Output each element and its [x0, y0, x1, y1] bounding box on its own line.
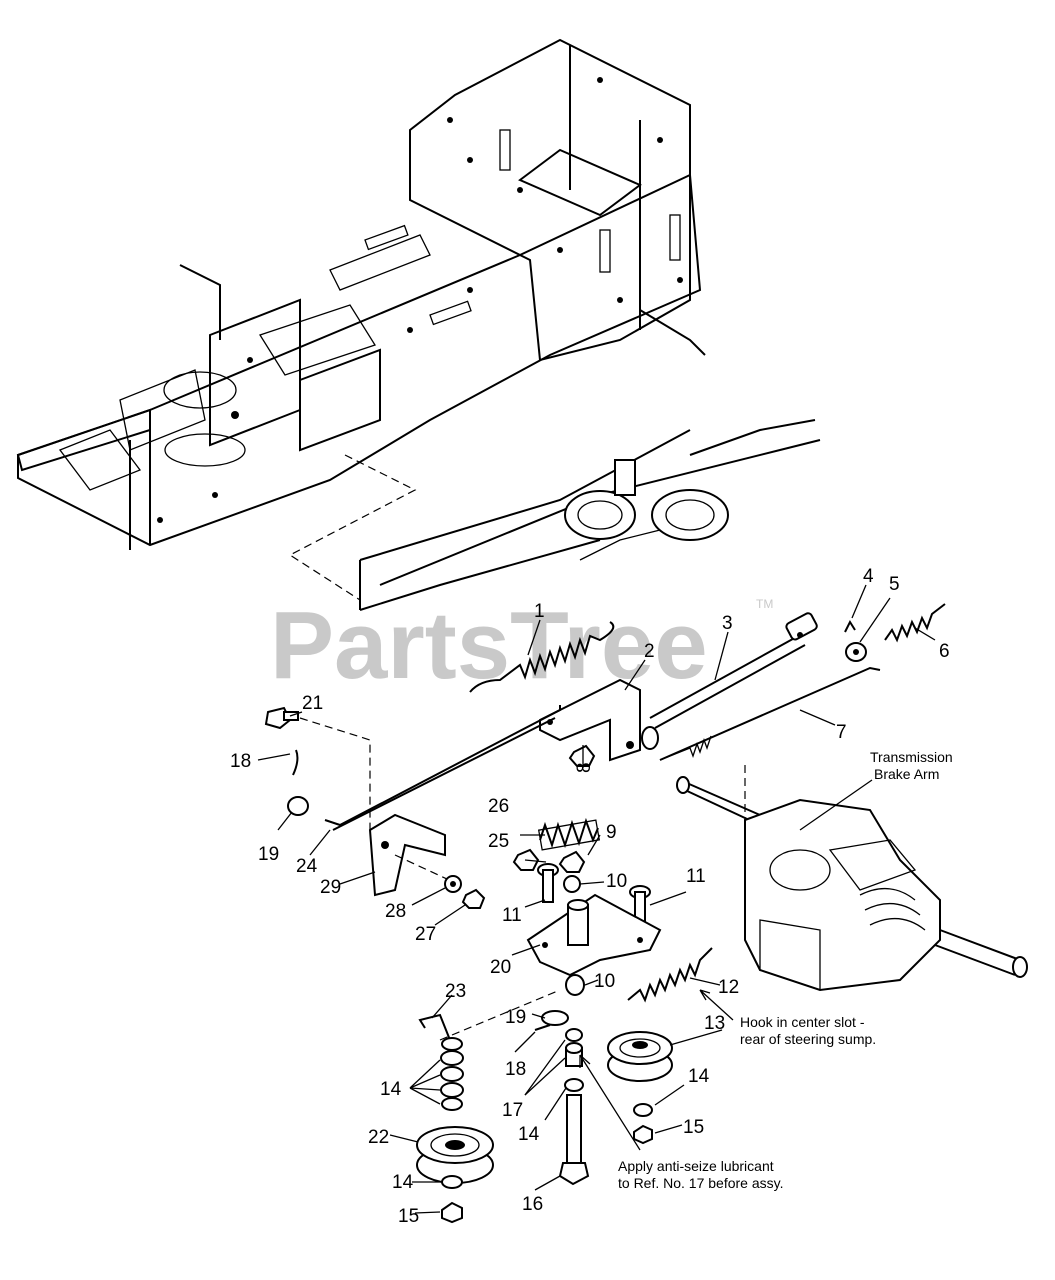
callout-24: 24 — [296, 856, 318, 877]
frame-holes — [157, 77, 683, 523]
callout-14c: 14 — [688, 1066, 710, 1087]
callout-10b: 10 — [594, 971, 615, 992]
note-hook-line2: rear of steering sump. — [740, 1031, 876, 1047]
pulley-13 — [607, 1031, 673, 1082]
callout-7: 7 — [836, 722, 847, 743]
callout-labels: 1 2 3 4 5 6 7 8 9 10 10 11 11 12 13 14 1… — [230, 566, 950, 1227]
callout-11b: 11 — [686, 866, 706, 887]
plate-29 — [368, 813, 446, 897]
callout-28: 28 — [385, 901, 406, 922]
callout-17: 17 — [502, 1100, 523, 1121]
watermark-trademark: TM — [756, 597, 773, 611]
callout-11a: 11 — [502, 905, 522, 926]
bolt-11b — [629, 885, 651, 923]
note-transmission-line1: Transmission — [870, 749, 953, 765]
callout-4: 4 — [863, 566, 874, 587]
callout-26: 26 — [488, 796, 509, 817]
spring-12 — [627, 947, 713, 1003]
bolt-11a — [537, 863, 559, 903]
callout-25: 25 — [488, 831, 509, 852]
leader-lines — [257, 584, 936, 1214]
callout-12: 12 — [718, 977, 739, 998]
callout-2: 2 — [644, 641, 655, 662]
bolt-21 — [264, 706, 299, 730]
note-antiseize-line2: to Ref. No. 17 before assy. — [618, 1175, 784, 1191]
callout-10a: 10 — [606, 871, 627, 892]
rod-3 — [649, 612, 818, 729]
spring-26 — [537, 817, 601, 851]
clip-18b — [534, 1024, 551, 1031]
washer-10b — [565, 974, 585, 996]
callout-5: 5 — [889, 574, 900, 595]
callout-6: 6 — [939, 641, 950, 662]
washer-19b — [541, 1010, 569, 1026]
callout-9: 9 — [606, 822, 617, 843]
nut-15b — [633, 1124, 653, 1145]
nut-8 — [568, 744, 596, 767]
callout-21: 21 — [302, 693, 323, 714]
callout-14b: 14 — [518, 1124, 540, 1145]
nut-27 — [461, 888, 486, 909]
clip-18a — [292, 749, 299, 776]
notes: Transmission Brake Arm Hook in center sl… — [618, 749, 953, 1191]
plate-20 — [526, 893, 662, 977]
callout-13: 13 — [704, 1013, 725, 1034]
callout-16: 16 — [522, 1194, 543, 1215]
note-transmission-line2: Brake Arm — [874, 766, 939, 782]
washer-14d — [633, 1103, 653, 1117]
callout-27: 27 — [415, 924, 436, 945]
rod-24 — [324, 705, 561, 831]
callout-19a: 19 — [258, 844, 279, 865]
note-antiseize-line1: Apply anti-seize lubricant — [618, 1158, 774, 1174]
spring-1 — [469, 621, 615, 693]
washer-14b — [441, 1175, 463, 1189]
nut-28 — [444, 875, 462, 893]
tractor-frame — [16, 38, 706, 550]
callout-14a: 14 — [380, 1079, 402, 1100]
spring-6 — [884, 603, 946, 643]
callout-15b: 15 — [683, 1117, 704, 1138]
bushings-17 — [565, 1028, 583, 1067]
bolt-16 — [558, 1094, 590, 1186]
callout-20: 20 — [490, 957, 511, 978]
callout-18b: 18 — [505, 1059, 526, 1080]
transmission — [676, 776, 1028, 992]
callout-23: 23 — [445, 981, 466, 1002]
nut-15a — [441, 1201, 463, 1224]
washer-14c — [564, 1078, 584, 1092]
washers-14-stack — [440, 1037, 464, 1111]
nut-9 — [558, 850, 586, 873]
steering-assembly — [359, 419, 821, 611]
watermark-text: PartsTree — [270, 592, 708, 699]
washer-10a — [563, 875, 581, 893]
callout-15a: 15 — [398, 1206, 419, 1227]
washer-19a — [287, 796, 309, 816]
callout-14d: 14 — [392, 1172, 414, 1193]
bracket-23 — [418, 1013, 451, 1041]
clip-4 — [844, 619, 856, 633]
callout-8: 8 — [574, 762, 595, 773]
washer-5 — [845, 642, 867, 662]
note-hook-line1: Hook in center slot - — [740, 1014, 865, 1030]
callout-3: 3 — [722, 613, 733, 634]
rod-7 — [659, 666, 881, 761]
callout-18a: 18 — [230, 751, 251, 772]
pulley-22 — [416, 1126, 494, 1184]
callout-1: 1 — [534, 601, 545, 622]
callout-19b: 19 — [505, 1007, 526, 1028]
bracket-2 — [539, 678, 659, 762]
callout-22: 22 — [368, 1127, 389, 1148]
callout-29: 29 — [320, 877, 341, 898]
